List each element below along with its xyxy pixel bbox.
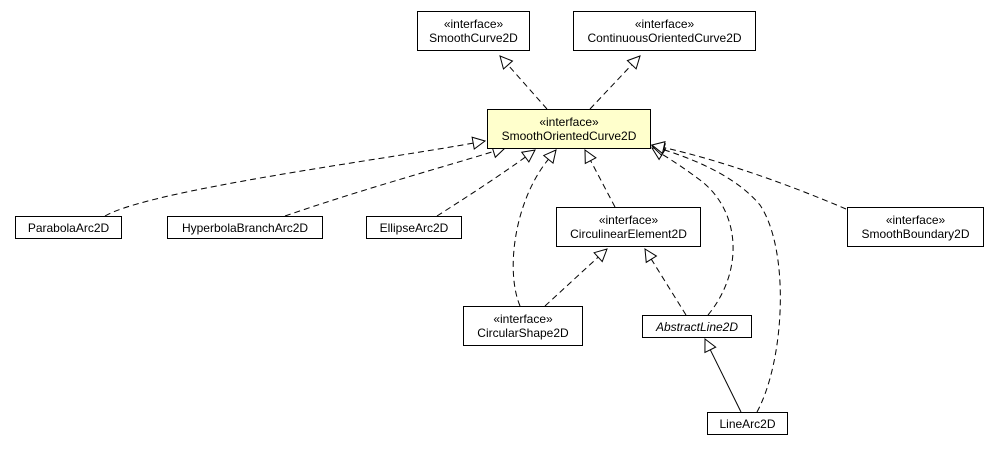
node-circulinear-element-2d[interactable]: «interface» CirculinearElement2D: [556, 207, 701, 247]
node-line-arc-2d[interactable]: LineArc2D: [707, 412, 788, 435]
class-name: LineArc2D: [719, 416, 776, 431]
edge-realization-parabola-arc-2d-to-smooth-oriented-curve-2d: [104, 142, 474, 217]
node-smooth-curve-2d[interactable]: «interface» SmoothCurve2D: [417, 11, 530, 51]
edge-realization-circulinear-element-2d-to-smooth-oriented-curve-2d: [590, 160, 616, 208]
class-name: CircularShape2D: [477, 326, 569, 340]
hollow-arrowhead-icon: [650, 141, 666, 155]
hollow-arrowhead-icon: [520, 149, 536, 163]
class-name: ParabolaArc2D: [27, 220, 110, 235]
hollow-arrowhead-icon: [626, 55, 641, 70]
hollow-arrowhead-icon: [499, 55, 514, 70]
node-continuous-oriented-curve-2d[interactable]: «interface» ContinuousOrientedCurve2D: [573, 11, 756, 51]
hollow-arrowhead-icon: [471, 136, 487, 150]
class-name: AbstractLine2D: [655, 319, 739, 334]
class-name: SmoothCurve2D: [429, 31, 518, 45]
node-abstract-line-2d[interactable]: AbstractLine2D: [642, 315, 752, 338]
edge-realization-circular-shape-2d-to-smooth-oriented-curve-2d: [512, 158, 549, 307]
edge-inheritance-line-arc-2d-to-abstract-line-2d: [709, 349, 742, 413]
hollow-arrowhead-icon: [644, 248, 658, 264]
node-smooth-boundary-2d[interactable]: «interface» SmoothBoundary2D: [847, 207, 984, 247]
edge-realization-line-arc-2d-to-smooth-oriented-curve-2d: [663, 149, 781, 413]
edge-realization-smooth-boundary-2d-to-smooth-oriented-curve-2d: [663, 147, 847, 210]
edge-realization-abstract-line-2d-to-circulinear-element-2d: [650, 258, 687, 316]
edge-realization-hyperbola-branch-arc-2d-to-smooth-oriented-curve-2d: [284, 151, 494, 217]
class-name: EllipseArc2D: [379, 220, 449, 235]
edge-group: [104, 55, 847, 413]
hollow-arrowhead-icon: [593, 248, 608, 263]
hollow-arrowhead-icon: [584, 149, 597, 165]
node-ellipse-arc-2d[interactable]: EllipseArc2D: [366, 216, 462, 239]
stereotype-label: «interface»: [493, 312, 553, 326]
stereotype-label: «interface»: [634, 17, 695, 31]
stereotype-label: «interface»: [885, 213, 946, 227]
hollow-arrowhead-icon: [542, 149, 557, 164]
edge-realization-smooth-oriented-curve-2d-to-continuous-oriented-curve-2d: [589, 64, 633, 110]
class-name: CirculinearElement2D: [570, 227, 687, 241]
node-parabola-arc-2d[interactable]: ParabolaArc2D: [15, 216, 122, 239]
edge-realization-abstract-line-2d-to-smooth-oriented-curve-2d: [661, 153, 734, 316]
class-name: HyperbolaBranchArc2D: [181, 220, 309, 235]
stereotype-label: «interface»: [539, 115, 599, 129]
stereotype-label: «interface»: [598, 213, 659, 227]
class-name: SmoothBoundary2D: [861, 227, 970, 241]
class-name: ContinuousOrientedCurve2D: [587, 31, 742, 45]
node-smooth-oriented-curve-2d[interactable]: «interface» SmoothOrientedCurve2D: [487, 109, 651, 149]
hollow-arrowhead-icon: [704, 337, 717, 354]
edge-realization-smooth-oriented-curve-2d-to-smooth-curve-2d: [507, 64, 548, 110]
class-name: SmoothOrientedCurve2D: [501, 129, 637, 143]
node-circular-shape-2d[interactable]: «interface» CircularShape2D: [463, 306, 583, 346]
stereotype-label: «interface»: [443, 17, 504, 31]
edge-realization-circular-shape-2d-to-circulinear-element-2d: [544, 256, 599, 307]
node-hyperbola-branch-arc-2d[interactable]: HyperbolaBranchArc2D: [167, 216, 323, 239]
edge-realization-ellipse-arc-2d-to-smooth-oriented-curve-2d: [436, 156, 526, 217]
